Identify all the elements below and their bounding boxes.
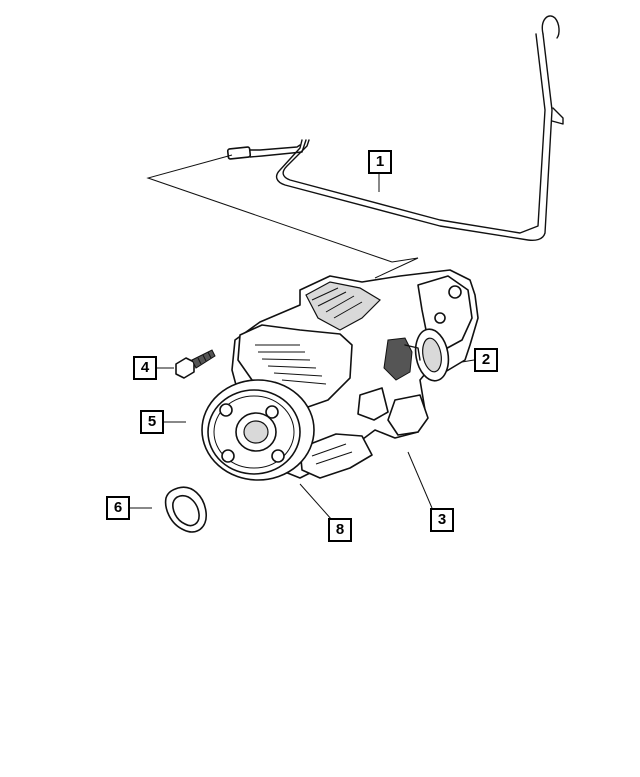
seal — [164, 486, 207, 533]
callout-3: 3 — [430, 508, 454, 532]
tube-routing-leaders — [146, 154, 419, 279]
callout-2: 2 — [474, 348, 498, 372]
output-flange — [201, 379, 315, 481]
callout-6: 6 — [106, 496, 130, 520]
vent-tube — [226, 15, 564, 242]
callout-leaders — [130, 174, 475, 521]
callout-8: 8 — [328, 518, 352, 542]
callout-4: 4 — [133, 356, 157, 380]
callout-5: 5 — [140, 410, 164, 434]
bolt — [175, 349, 216, 379]
callout-1: 1 — [368, 150, 392, 174]
